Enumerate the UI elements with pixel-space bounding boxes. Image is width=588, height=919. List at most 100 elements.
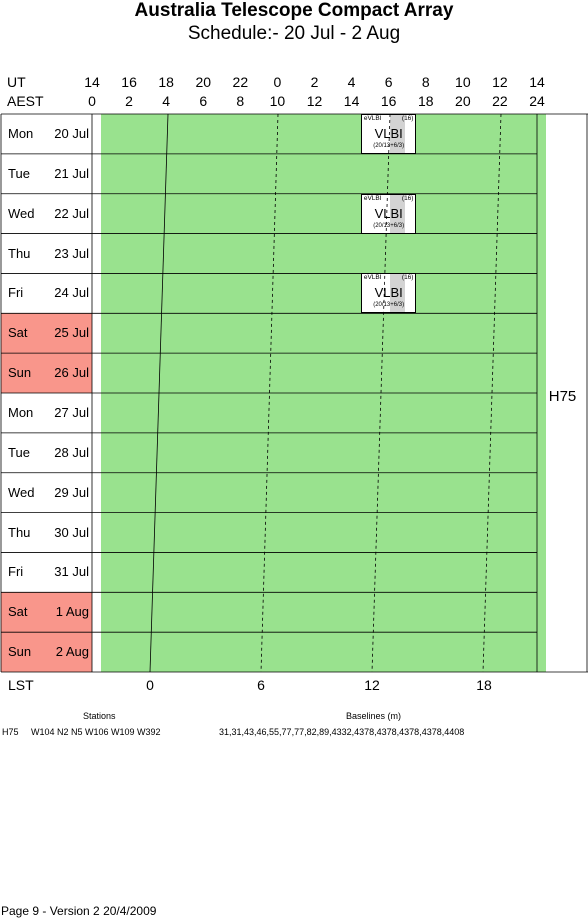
aest-tick: 20 bbox=[455, 93, 471, 109]
booking-code: (16) bbox=[401, 274, 414, 282]
ut-tick: 4 bbox=[347, 74, 356, 90]
ut-tick: 12 bbox=[492, 74, 508, 90]
green-stripe bbox=[286, 114, 306, 672]
booking-project: (20/13+6/3) bbox=[373, 302, 405, 309]
green-stripe bbox=[119, 114, 139, 672]
ut-tick: 14 bbox=[529, 74, 545, 90]
lst-label: LST bbox=[8, 677, 34, 693]
ut-tick: 18 bbox=[158, 74, 174, 90]
lst-tick: 18 bbox=[476, 677, 492, 693]
green-stripe bbox=[212, 114, 232, 672]
day-date: 28 Jul bbox=[54, 444, 89, 460]
day-date: 30 Jul bbox=[54, 524, 89, 540]
green-stripe bbox=[509, 114, 528, 672]
vlbi-booking[interactable]: eVLBI (16) VLBI(20/13+6/3) bbox=[360, 273, 417, 314]
ut-tick: 22 bbox=[232, 74, 249, 90]
aest-tick: 16 bbox=[380, 93, 397, 109]
booking-shade bbox=[389, 115, 406, 153]
day-date: 20 Jul bbox=[54, 125, 89, 141]
day-label: Tue 28 Jul bbox=[1, 433, 92, 473]
day-name: Sat bbox=[8, 604, 28, 620]
green-stripe bbox=[416, 114, 435, 672]
day-name: Fri bbox=[8, 564, 24, 580]
day-label: Sat 25 Jul bbox=[1, 313, 92, 354]
day-name: Tue bbox=[8, 165, 30, 181]
day-label: Thu 23 Jul bbox=[1, 234, 92, 274]
day-date: 24 Jul bbox=[54, 285, 89, 301]
array-config-label: H75 bbox=[548, 388, 577, 405]
green-stripe bbox=[101, 114, 120, 672]
green-stripe bbox=[490, 114, 510, 672]
aest-tick: 4 bbox=[162, 93, 171, 109]
day-date: 1 Aug bbox=[55, 604, 89, 620]
green-stripe bbox=[249, 114, 269, 672]
day-date: 26 Jul bbox=[54, 365, 89, 381]
day-date: 27 Jul bbox=[54, 404, 89, 420]
green-stripe bbox=[156, 114, 176, 672]
day-label: Sat 1 Aug bbox=[1, 592, 92, 633]
aest-tick: 6 bbox=[199, 93, 208, 109]
day-label: Fri 31 Jul bbox=[1, 552, 92, 592]
green-stripe bbox=[342, 114, 361, 672]
day-name: Mon bbox=[8, 404, 34, 420]
booking-tag: eVLBI bbox=[363, 194, 382, 202]
ut-tick: 16 bbox=[121, 74, 137, 90]
ut-label: UT bbox=[7, 74, 26, 90]
aest-tick: 10 bbox=[269, 93, 286, 109]
schedule-title: Australia Telescope Compact Array bbox=[134, 0, 454, 21]
day-date: 25 Jul bbox=[54, 325, 89, 341]
day-name: Sun bbox=[8, 365, 32, 381]
ut-tick: 2 bbox=[310, 74, 319, 90]
day-date: 21 Jul bbox=[54, 165, 89, 181]
day-date: 31 Jul bbox=[54, 564, 89, 580]
day-name: Thu bbox=[8, 245, 31, 261]
day-name: Sat bbox=[8, 325, 28, 341]
day-label: Sun 26 Jul bbox=[1, 353, 92, 394]
day-date: 23 Jul bbox=[54, 245, 89, 261]
booking-code: (16) bbox=[401, 115, 414, 122]
vlbi-booking[interactable]: eVLBI(16)VLBI(20/13+6/3) bbox=[360, 193, 417, 234]
booking-label: VLBI bbox=[374, 285, 403, 301]
day-label: Mon 20 Jul bbox=[1, 114, 92, 154]
aest-tick: 18 bbox=[417, 93, 434, 109]
aest-tick: 22 bbox=[492, 93, 508, 109]
booking-shade bbox=[389, 194, 406, 233]
green-stripe bbox=[323, 114, 343, 672]
booking-tag: eVLBI bbox=[363, 274, 382, 282]
ut-tick: 6 bbox=[384, 74, 393, 90]
booking-tag: eVLBI bbox=[363, 115, 382, 122]
booking-project: (20/13+6/3) bbox=[373, 222, 405, 229]
green-stripe bbox=[193, 114, 213, 672]
day-label: Mon 27 Jul bbox=[1, 393, 92, 433]
ut-tick: 14 bbox=[84, 74, 100, 90]
booking-label: VLBI bbox=[374, 126, 403, 141]
day-date: 2 Aug bbox=[55, 644, 89, 660]
ut-tick: 20 bbox=[195, 74, 212, 90]
green-stripe bbox=[175, 114, 194, 672]
day-date: 29 Jul bbox=[54, 484, 89, 500]
ut-tick: 10 bbox=[455, 74, 471, 90]
day-name: Tue bbox=[8, 444, 30, 460]
page-footer: Page 9 - Version 2 20/4/2009 bbox=[1, 904, 157, 918]
vlbi-booking[interactable]: eVLBI (16) VLBI (20/13+6/3) bbox=[360, 114, 417, 154]
ut-tick: 8 bbox=[421, 74, 430, 90]
ut-tick: 0 bbox=[273, 74, 282, 90]
booking-project: (20/13+6/3) bbox=[373, 143, 405, 149]
green-stripe bbox=[138, 114, 157, 672]
day-label: Tue 21 Jul bbox=[1, 154, 92, 194]
day-name: Mon bbox=[8, 125, 34, 141]
aest-label: AEST bbox=[7, 93, 44, 109]
aest-tick: 24 bbox=[529, 93, 545, 109]
stations-heading: Stations bbox=[83, 711, 116, 721]
day-name: Wed bbox=[8, 205, 35, 221]
booking-label: VLBI bbox=[374, 205, 403, 221]
green-stripe bbox=[268, 114, 287, 672]
baselines-heading: Baselines (m) bbox=[346, 711, 402, 721]
baselines-list: 31,31,43,46,55,77,77,82,89,4332,4378,437… bbox=[219, 727, 465, 737]
aest-tick: 0 bbox=[88, 93, 96, 109]
booking-shade bbox=[389, 274, 406, 313]
